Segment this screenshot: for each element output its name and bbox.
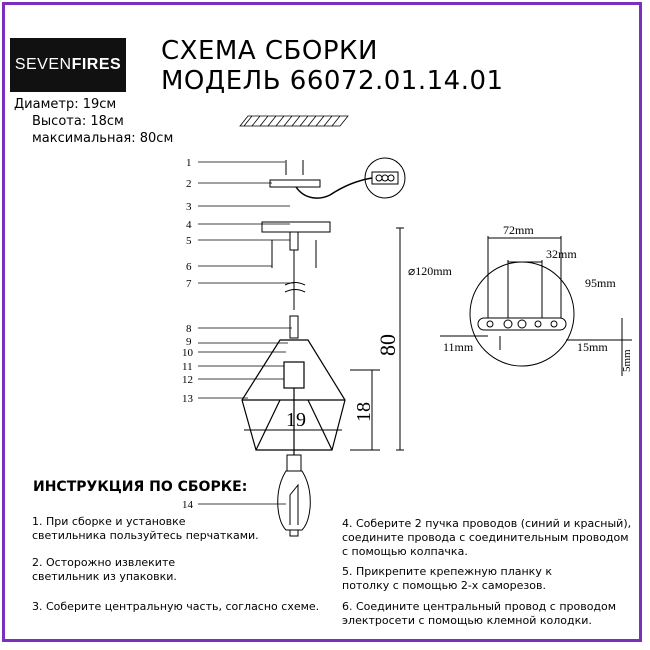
mounting-bar [269,179,321,188]
dim-95mm: 95mm [585,276,616,290]
model-title: МОДЕЛЬ 66072.01.14.01 [161,66,504,96]
max-height-text: максимальная: 80см [32,131,174,146]
lamp-shade [241,339,346,455]
part-9: 9 [186,336,192,348]
total-height-dimension [396,227,404,451]
part-7: 7 [186,278,192,290]
part-1: 1 [186,157,192,169]
part-8: 8 [186,323,192,335]
part-3: 3 [186,201,192,213]
part-13: 13 [182,393,194,405]
instruction-step-1: 1. При сборке и установке светильника по… [32,515,259,542]
part-12: 12 [182,374,193,386]
part-6: 6 [186,261,192,273]
screws [285,160,304,175]
page-frame [2,2,642,642]
page-title: СХЕМА СБОРКИ [161,36,378,66]
shade-width-label: 19 [286,409,306,431]
terminal-block-detail [364,157,406,199]
part-14: 14 [182,499,194,511]
part-10: 10 [182,347,194,359]
canopy-diagram [440,236,632,376]
instruction-step-3: 3. Соберите центральную часть, согласно … [32,600,320,613]
instruction-step-2: 2. Осторожно извлеките светильник из упа… [32,556,177,583]
logo-text-bold: FIRES [71,56,122,73]
mains-wire [295,177,373,199]
part-5: 5 [186,235,192,247]
callout-leaders [198,161,294,505]
part-4: 4 [186,219,192,231]
part-numbers: 1 2 3 4 5 6 7 8 9 10 11 12 13 14 [182,157,194,511]
bulb [277,454,311,537]
shade-height-label: 18 [353,402,375,422]
dim-72mm: 72mm [503,223,534,237]
ceiling-hatch [239,115,349,127]
height-text: Высота: 18см [32,114,124,129]
suspension-cord [284,231,306,339]
part-2: 2 [186,178,192,190]
dim-5mm: 5mm [621,349,633,372]
dim-15mm: 15mm [577,340,608,354]
instruction-step-6: 6. Соедините центральный провод с провод… [342,600,617,627]
instruction-step-4: 4. Соберите 2 пучка проводов (синий и кр… [342,517,632,558]
logo-text-regular: SEVEN [14,56,72,73]
diameter-text: Диаметр: 19см [14,97,117,112]
dim-11mm: 11mm [443,340,474,354]
part-11: 11 [182,361,193,373]
total-height-label: 80 [375,334,400,356]
canopy [261,221,331,233]
instruction-step-5: 5. Прикрепите крепежную планку к потолку… [342,565,552,592]
dim-32mm: 32mm [546,247,577,261]
shade-height-dimension [350,369,380,451]
dim-120mm: ⌀120mm [408,264,453,278]
instructions-title: ИНСТРУКЦИЯ ПО СБОРКЕ: [33,479,248,495]
